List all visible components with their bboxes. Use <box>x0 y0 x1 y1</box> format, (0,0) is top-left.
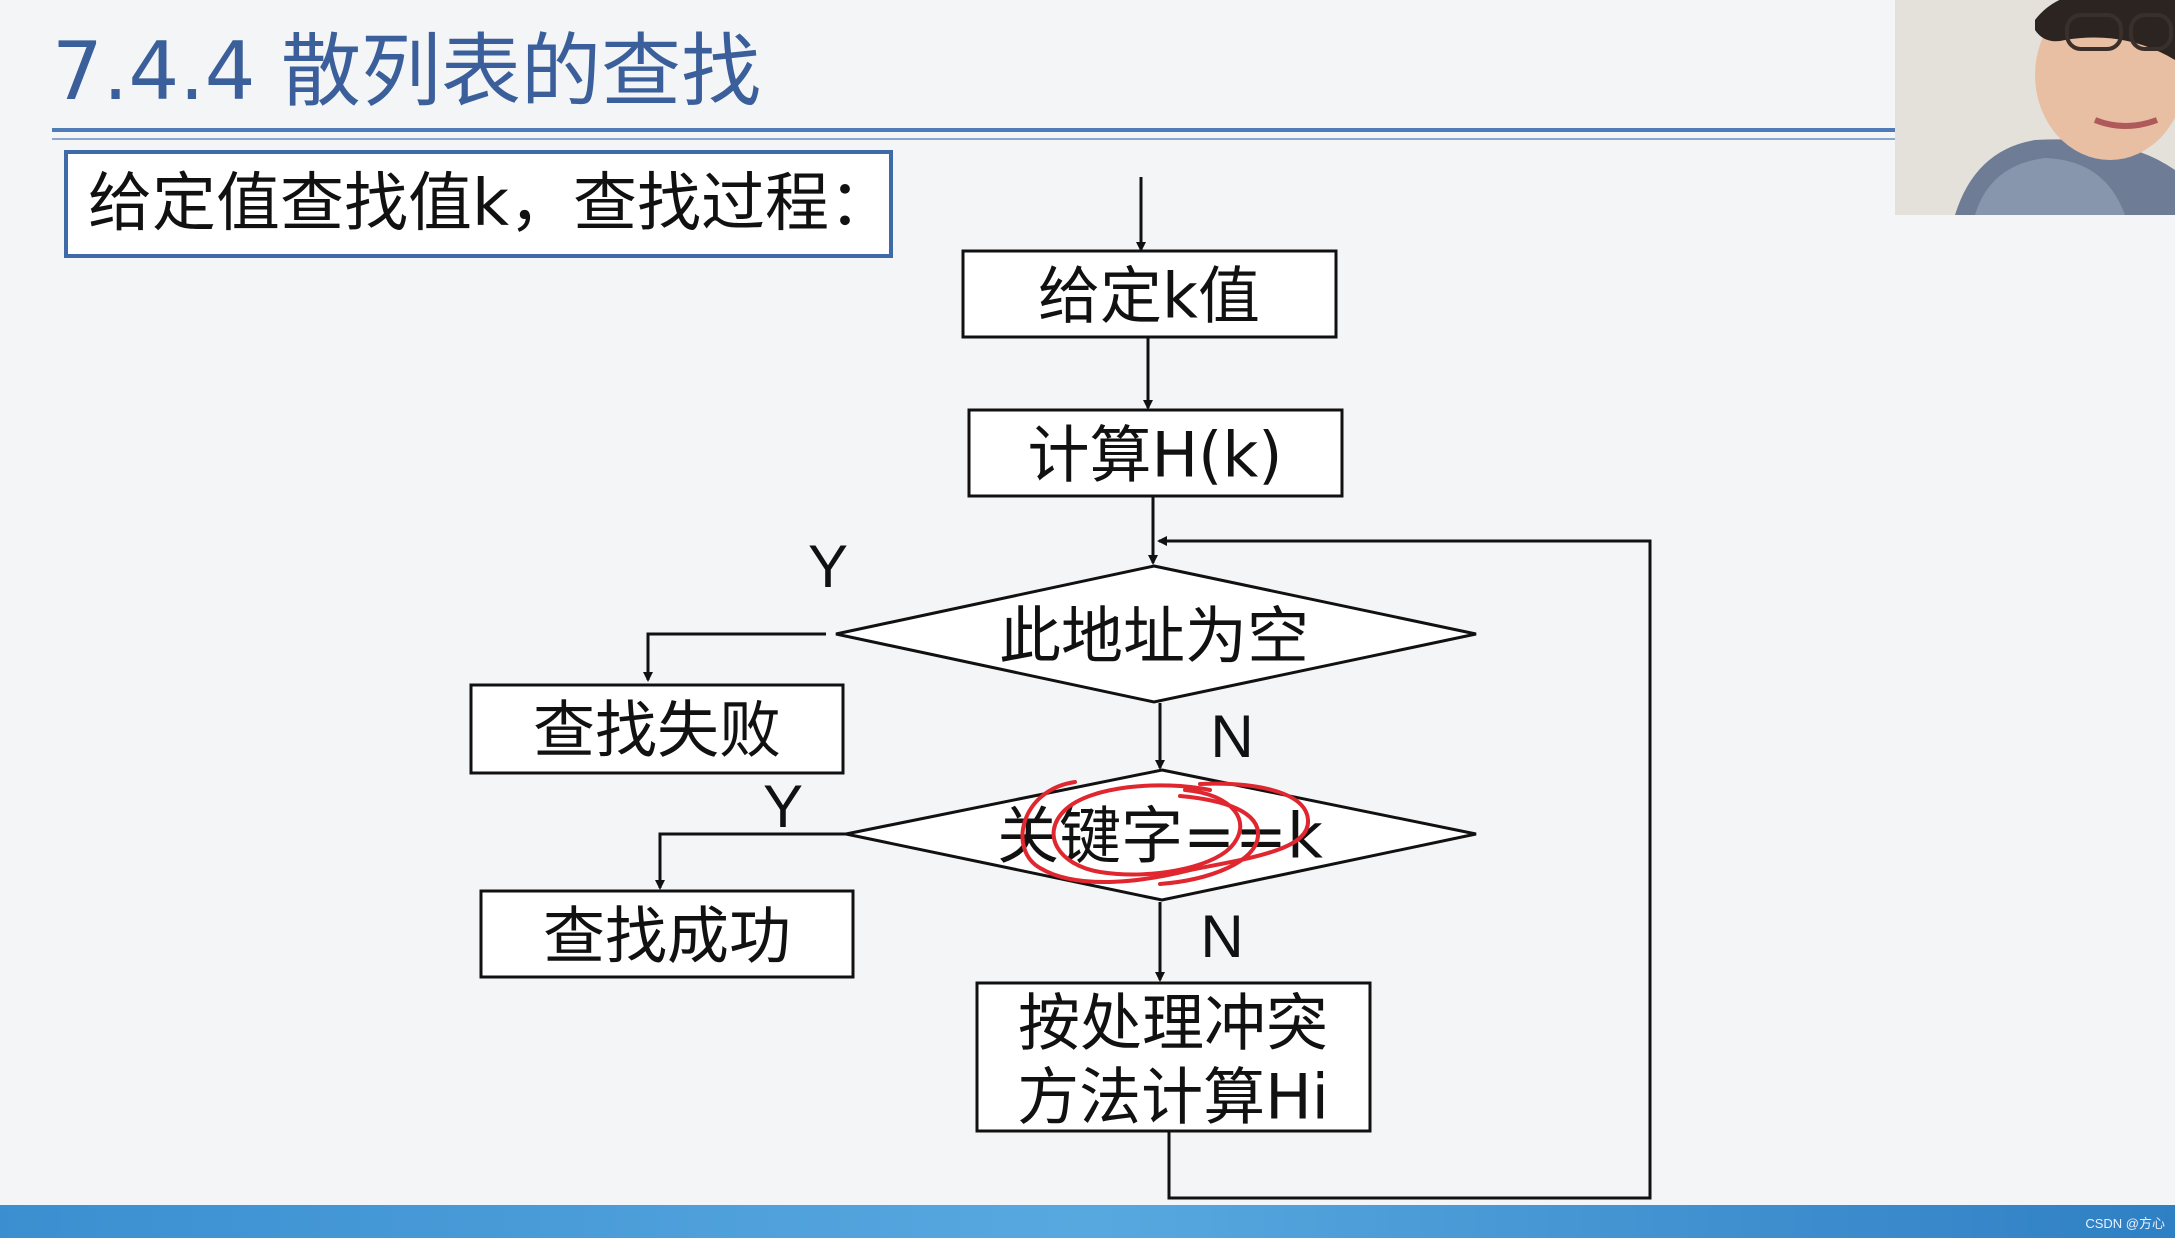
label-empty-yes: Y <box>808 533 848 600</box>
decision-address-empty <box>835 564 1477 704</box>
node-search-fail <box>469 683 845 775</box>
loop-back-arrow <box>1157 536 1652 1200</box>
label-key-no: N <box>1200 903 1243 970</box>
label-key-yes: Y <box>763 773 803 840</box>
node-compute-h <box>967 408 1344 498</box>
node-resolve-collision-line2: 方法计算Hi <box>1017 1061 1329 1134</box>
arrow-empty-yes-to-fail <box>643 632 826 682</box>
watermark: CSDN @方心 <box>2085 1216 2165 1231</box>
decision-address-empty-label: 此地址为空 <box>999 600 1309 673</box>
node-search-success-label: 查找成功 <box>543 900 791 973</box>
title-underline <box>52 128 1895 132</box>
intro-text: 给定值查找值k，查找过程： <box>88 167 894 241</box>
presenter-portrait <box>1895 0 2175 215</box>
label-empty-no: N <box>1210 703 1253 770</box>
slide-footer-bar: CSDN @方心 <box>0 1205 2175 1238</box>
slide-title: 7.4.4 散列表的查找 <box>52 25 761 118</box>
node-search-success <box>479 889 855 979</box>
arrow-key-yes-to-success <box>655 832 846 890</box>
node-resolve-collision-line1: 按处理冲突 <box>1018 987 1328 1060</box>
node-given-k <box>961 249 1338 339</box>
decision-key-equals-k-label: 关键字==k <box>997 800 1323 873</box>
presenter-webcam <box>1895 0 2175 215</box>
node-compute-h-label: 计算H(k) <box>1028 419 1283 492</box>
intro-box: 给定值查找值k，查找过程： <box>64 150 893 258</box>
node-resolve-collision <box>975 981 1372 1133</box>
handwritten-annotation-circle <box>1020 780 1311 886</box>
node-given-k-label: 给定k值 <box>1038 260 1260 333</box>
decision-key-equals-k <box>845 768 1477 902</box>
title-underline-thin <box>52 138 1895 140</box>
node-search-fail-label: 查找失败 <box>533 694 781 767</box>
